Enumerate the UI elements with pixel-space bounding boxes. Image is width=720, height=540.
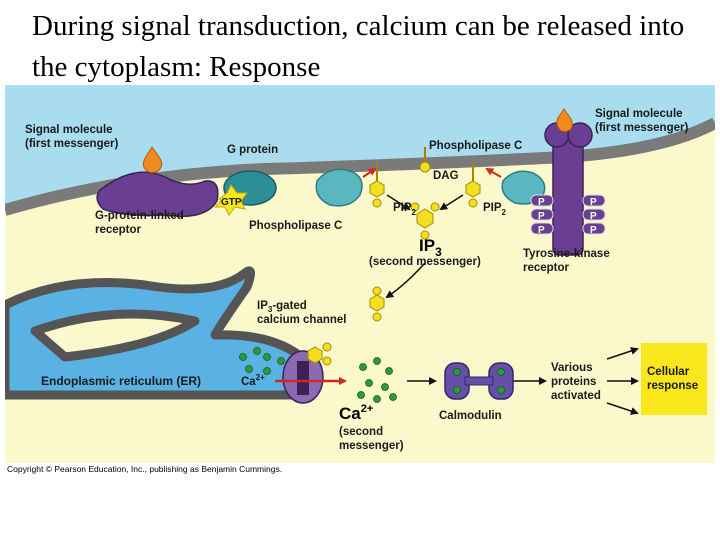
label-various-line2: proteins — [551, 376, 596, 388]
copyright-notice: Copyright © Pearson Education, Inc., pub… — [7, 464, 283, 474]
tyrosine-kinase-receptor — [552, 134, 584, 256]
label-cellular-response-line2: response — [647, 380, 698, 392]
label-er: Endoplasmic reticulum (ER) — [41, 374, 201, 388]
label-ca-er-sup: 2+ — [256, 373, 265, 382]
er-lumen-fold — [30, 309, 200, 362]
label-rtk-line1: Tyrosine-kinase — [523, 248, 610, 260]
phosphate-label: P — [538, 211, 545, 222]
extracellular-region — [5, 85, 715, 210]
label-phospholipase-c-top: Phospholipase C — [429, 140, 522, 152]
dag-molecule — [419, 147, 431, 173]
label-gpcr-line1: G-protein-linked — [95, 210, 184, 222]
signal-molecule-right — [556, 108, 573, 132]
label-ip3-gated-sub: 3 — [268, 305, 273, 314]
arrow-proteins-to-response — [606, 347, 639, 360]
phosphate-label: P — [590, 211, 597, 222]
channel-pore — [297, 361, 309, 395]
red-arrow-plc-right — [485, 168, 502, 178]
ip3-center-molecule — [410, 202, 440, 240]
label-pip2-left-sub: 2 — [412, 208, 417, 217]
phosphate-tag: P — [530, 194, 554, 208]
label-ip3: IP3 — [419, 236, 442, 259]
label-gpcr-line2: receptor — [95, 224, 142, 236]
slide-title: During signal transduction, calcium can … — [32, 10, 685, 83]
label-gtp: GTP — [221, 197, 242, 208]
phosphate-label: P — [538, 225, 545, 236]
label-calmodulin: Calmodulin — [439, 410, 502, 422]
label-ca-second-line2: messenger) — [339, 440, 404, 452]
label-phospholipase-c-bottom: Phospholipase C — [249, 220, 342, 232]
rtk-phosphates: P P P P P P — [530, 194, 606, 236]
phosphate-tag: P — [582, 194, 606, 208]
label-ip3-gated-line1: IP3-gated — [257, 300, 307, 314]
cellular-response-box — [641, 343, 707, 415]
label-ca-cytoplasm-sup: 2+ — [361, 403, 374, 415]
signal-transduction-diagram: P P P P P P — [5, 85, 715, 463]
phosphate-label: P — [590, 225, 597, 236]
label-first-messenger-right: (first messenger) — [595, 122, 688, 134]
label-signal-molecule-right: Signal molecule — [595, 108, 683, 120]
label-ca-er: Ca2+ — [241, 373, 265, 388]
arrow-ip3-to-channel — [385, 262, 426, 299]
pip2-left-molecule — [369, 163, 385, 208]
label-ip3-gated-main: IP — [257, 300, 268, 312]
label-rtk-line2: receptor — [523, 262, 570, 274]
label-various-line3: activated — [551, 390, 601, 402]
ca-ions-cytoplasm — [357, 357, 397, 403]
label-ca-cytoplasm: Ca2+ — [339, 403, 373, 423]
label-pip2-left: PIP2 — [393, 202, 417, 217]
phosphate-tag: P — [530, 208, 554, 222]
label-ip3-main: IP — [419, 236, 435, 255]
arrow-proteins-to-response-3 — [606, 402, 639, 415]
label-signal-molecule-left: Signal molecule — [25, 124, 113, 136]
g-protein-linked-receptor — [96, 171, 219, 218]
rtk-head-right — [567, 122, 593, 148]
phosphate-tag: P — [582, 208, 606, 222]
label-ip3-sub: 3 — [435, 245, 442, 259]
ca-ions-er — [239, 347, 285, 375]
phosphate-tag: P — [582, 222, 606, 236]
arrow-pip2-to-ip3-left — [386, 194, 411, 211]
label-pip2-right: PIP2 — [483, 202, 507, 217]
label-dag: DAG — [433, 170, 459, 182]
label-g-protein: G protein — [227, 144, 278, 156]
label-pip2-right-main: PIP — [483, 202, 502, 214]
label-ca-second-line1: (second — [339, 426, 383, 438]
ip3-traveling-molecule — [369, 286, 385, 322]
phospholipase-c-middle — [315, 168, 363, 207]
ip3-bound-on-channel — [307, 342, 332, 366]
label-ca-er-main: Ca — [241, 376, 256, 388]
label-ca-cytoplasm-main: Ca — [339, 404, 361, 423]
label-pip2-right-sub: 2 — [502, 208, 507, 217]
label-ip3-gated-line2: calcium channel — [257, 314, 346, 326]
label-various-line1: Various — [551, 362, 593, 374]
phosphate-label: P — [590, 197, 597, 208]
label-ip3-second-messenger: (second messenger) — [369, 256, 481, 268]
label-pip2-left-main: PIP — [393, 202, 412, 214]
phosphate-tag: P — [530, 222, 554, 236]
label-first-messenger-left: (first messenger) — [25, 138, 118, 150]
label-cellular-response-line1: Cellular — [647, 366, 690, 378]
label-ip3-gated-rest: -gated — [272, 300, 307, 312]
calmodulin — [444, 362, 514, 400]
red-arrow-plc-left — [362, 167, 377, 178]
pip2-right-molecule — [465, 163, 481, 208]
phosphate-label: P — [538, 197, 545, 208]
gtp-burst — [213, 184, 248, 216]
arrow-pip2-to-ip3-right — [439, 194, 464, 211]
signal-molecule-left — [142, 146, 163, 174]
